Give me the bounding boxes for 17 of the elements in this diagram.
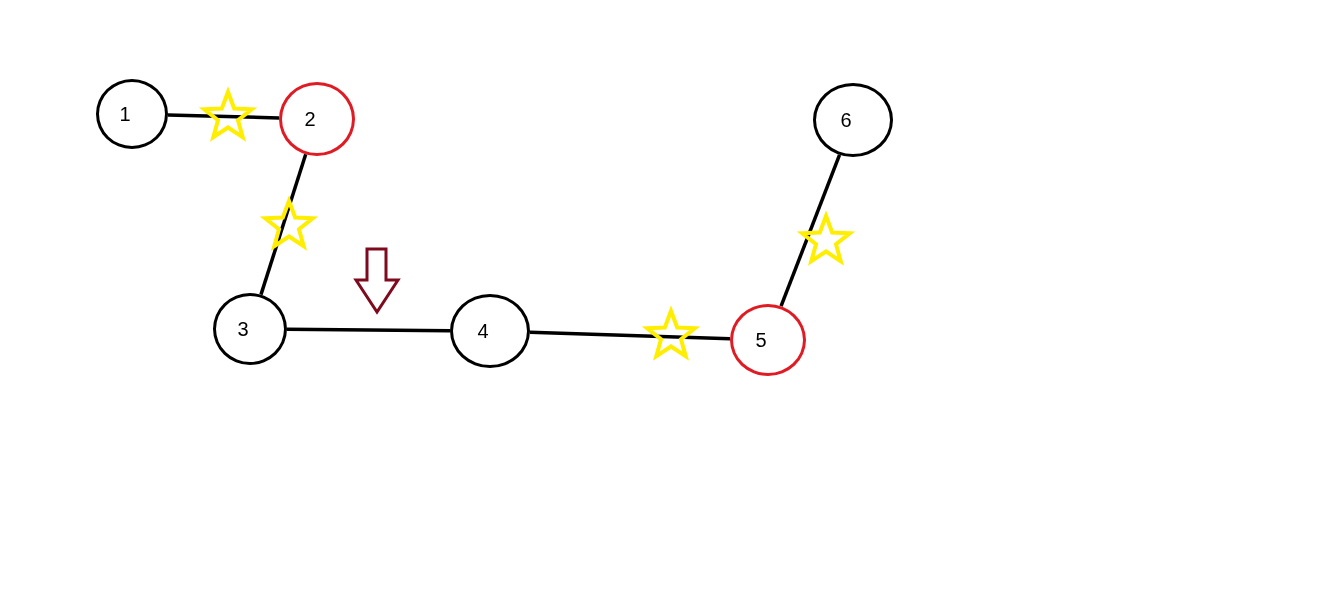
starred-connector-line [529,305,731,361]
connector-line [287,327,450,333]
node-label: 6 [840,108,852,132]
starred-connector-line [167,86,280,142]
starred-connector-line [259,153,319,296]
circle-node [279,82,355,156]
node-label: 3 [237,317,249,341]
starred-connector-line [779,154,856,307]
circle-node [450,294,530,368]
circle-node [730,304,806,376]
circle-node [213,293,287,365]
circle-node [96,79,168,149]
node-label: 2 [304,107,316,131]
node-label: 5 [755,328,767,352]
circle-node [813,83,893,157]
node-label: 4 [477,319,489,343]
node-label: 1 [119,102,131,126]
